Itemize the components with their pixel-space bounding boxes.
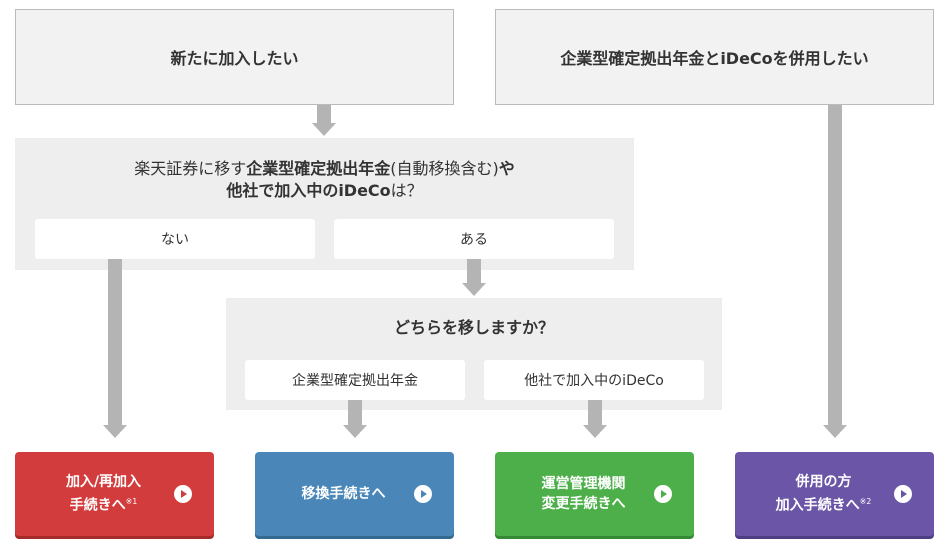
- option-other-ideco: 他社で加入中のiDeCo: [484, 360, 704, 400]
- option-no-label: ない: [161, 232, 189, 248]
- arrow-stem: [108, 259, 122, 425]
- arrow-stem: [467, 259, 481, 283]
- arrow-stem: [588, 400, 602, 425]
- join-button[interactable]: 加入/再加入 手続きへ※1: [15, 452, 214, 536]
- transfer-line1: 移換手続きへ: [301, 486, 386, 502]
- question2-panel: どちらを移しますか？ 企業型確定拠出年金 他社で加入中のiDeCo: [226, 298, 722, 410]
- question2-text: どちらを移しますか？: [393, 318, 554, 337]
- arrow-stem: [828, 105, 842, 425]
- combine-line2: 加入手続きへ: [775, 497, 860, 514]
- play-circle-icon: [414, 485, 432, 503]
- option-corporate-dc: 企業型確定拠出年金: [245, 360, 465, 400]
- question1-text: 楽天証券に移す企業型確定拠出年金(自動移換含む)や 他社で加入中のiDeCoは？: [15, 158, 634, 202]
- join-line2: 手続きへ: [69, 497, 126, 514]
- arrow-head-icon: [343, 425, 367, 438]
- play-circle-icon: [894, 485, 912, 503]
- play-circle-icon: [174, 485, 192, 503]
- arrow-head-icon: [823, 425, 847, 438]
- arrow-head-icon: [583, 425, 607, 438]
- option-no: ない: [35, 219, 315, 259]
- transfer-button-text: 移換手続きへ: [255, 484, 414, 504]
- question1-pre: 楽天証券に移す: [134, 159, 247, 178]
- start-combine-box: 企業型確定拠出年金とiDeCoを併用したい: [495, 9, 934, 105]
- change-admin-button[interactable]: 運営管理機関 変更手続きへ: [495, 452, 694, 536]
- combine-button-text: 併用の方 加入手続きへ※2: [735, 472, 894, 516]
- question1-bold1: 企業型確定拠出年金: [246, 159, 391, 178]
- arrow-stem: [317, 105, 331, 123]
- question1-bold3: 他社で加入中のiDeCo: [226, 181, 391, 200]
- join-button-text: 加入/再加入 手続きへ※1: [15, 472, 174, 516]
- start-new-label: 新たに加入したい: [170, 49, 299, 68]
- question1-bold2: や: [498, 159, 515, 178]
- option-ideco-label: 他社で加入中のiDeCo: [524, 373, 664, 389]
- arrow-head-icon: [312, 123, 336, 136]
- arrow-head-icon: [462, 283, 486, 296]
- play-circle-icon: [654, 485, 672, 503]
- transfer-button[interactable]: 移換手続きへ: [255, 452, 454, 536]
- arrow-head-icon: [103, 425, 127, 438]
- join-line1: 加入/再加入: [65, 474, 142, 491]
- combine-join-button[interactable]: 併用の方 加入手続きへ※2: [735, 452, 934, 536]
- change-line1: 運営管理機関: [541, 476, 626, 492]
- combine-line1: 併用の方: [795, 474, 852, 491]
- change-button-text: 運営管理機関 変更手続きへ: [495, 474, 654, 514]
- arrow-stem: [348, 400, 362, 425]
- change-line2: 変更手続きへ: [541, 496, 626, 512]
- start-new-box: 新たに加入したい: [15, 9, 454, 105]
- question1-mid: (自動移換含む): [390, 159, 499, 178]
- join-note: ※1: [125, 497, 138, 507]
- question1-post: は？: [390, 181, 423, 200]
- combine-note: ※2: [859, 497, 872, 507]
- option-yes: ある: [334, 219, 614, 259]
- start-combine-label: 企業型確定拠出年金とiDeCoを併用したい: [560, 49, 869, 68]
- question1-panel: 楽天証券に移す企業型確定拠出年金(自動移換含む)や 他社で加入中のiDeCoは？…: [15, 138, 634, 270]
- option-yes-label: ある: [460, 232, 488, 248]
- option-corporate-label: 企業型確定拠出年金: [292, 373, 418, 389]
